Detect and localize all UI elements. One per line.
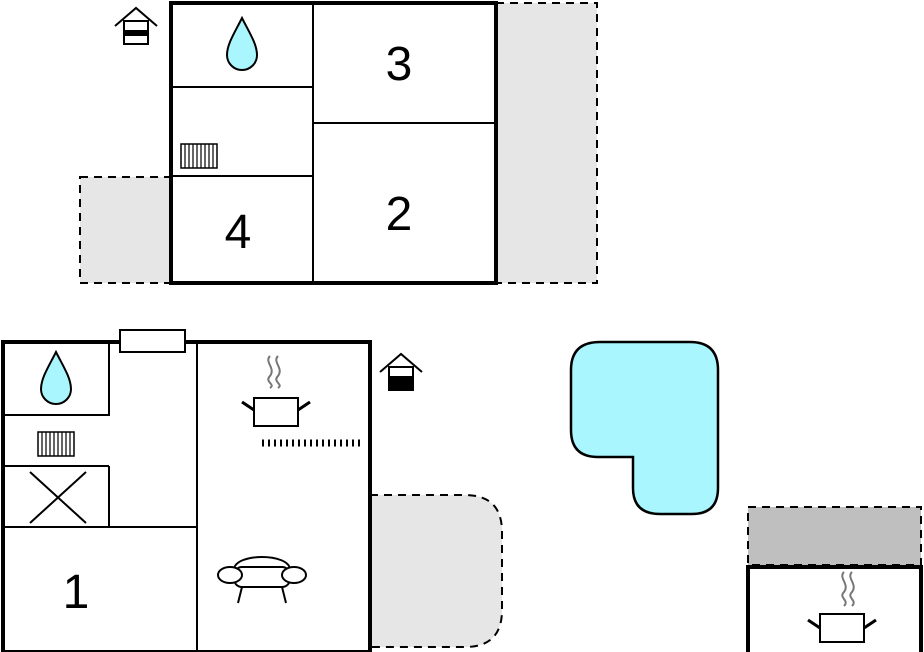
terrace-right: [495, 2, 598, 284]
lower-floor: 1: [1, 329, 503, 652]
water-drop-icon: [39, 349, 73, 405]
stairs-icon: [29, 471, 87, 524]
entrance-icon: [114, 6, 158, 45]
window-icon: [119, 329, 186, 353]
room-label-4: 4: [225, 206, 252, 259]
water-drop-icon: [225, 15, 259, 71]
terrace-left: [79, 176, 172, 284]
stove-pot-icon: [241, 355, 311, 427]
radiator-icon: [37, 431, 75, 457]
lower-wall-bath: [3, 342, 110, 416]
annex-roof: [747, 506, 922, 566]
annex: [746, 506, 923, 652]
annex-wall: [746, 565, 923, 652]
entrance-icon: [379, 352, 423, 391]
pool: [569, 340, 720, 516]
radiator-icon: [180, 143, 218, 169]
lower-outer-wall: [1, 340, 372, 652]
sofa-icon: [217, 556, 307, 604]
upper-floor: 3 2 4: [79, 1, 598, 285]
terrace-lower: [370, 494, 503, 648]
room-label-3: 3: [386, 38, 413, 91]
room-label-2: 2: [386, 188, 413, 241]
upper-outer-wall: [169, 1, 498, 285]
room-label-1: 1: [63, 566, 90, 619]
stove-pot-icon: [807, 571, 877, 643]
